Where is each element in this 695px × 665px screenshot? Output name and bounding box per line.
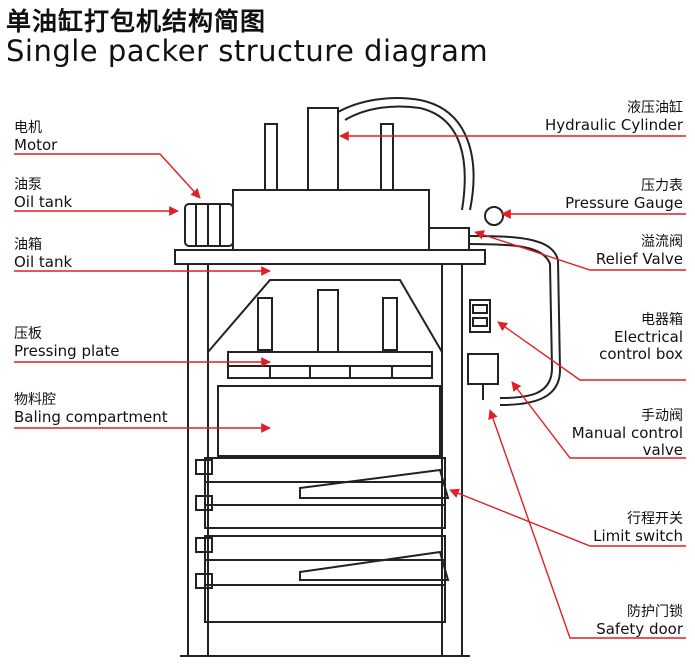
label-oil-tank-en: Oil tank: [14, 253, 73, 271]
door-hinge: [195, 459, 213, 475]
top-platform: [174, 249, 486, 265]
label-oil-tank: 油箱 Oil tank: [14, 237, 72, 271]
label-pressing-plate-cn: 压板: [14, 326, 42, 342]
label-motor: 电机 Motor: [14, 120, 57, 154]
label-baling-compartment: 物料腔 Baling compartment: [14, 392, 168, 426]
label-limit-switch-cn: 行程开关: [627, 511, 683, 527]
electrical-control-box: [469, 299, 491, 333]
pressure-gauge-dial: [484, 206, 504, 226]
electrical-box-switch: [472, 304, 488, 314]
label-oil-pump: 油泵 Oil tank: [14, 177, 72, 211]
label-relief-valve: 溢流阀 Relief Valve: [596, 234, 683, 268]
hydraulic-pipe-side: [468, 235, 562, 406]
leader-lines: [14, 131, 686, 639]
electrical-box-switch: [472, 317, 488, 327]
label-pressure-gauge-en: Pressure Gauge: [565, 194, 683, 212]
label-hydraulic-cylinder: 液压油缸 Hydraulic Cylinder: [545, 100, 683, 134]
oil-tank-box: [232, 189, 430, 251]
label-electrical-box-en: Electrical control box: [599, 328, 683, 363]
label-electrical-box-cn: 电器箱: [641, 312, 683, 328]
door-hinge: [195, 537, 213, 553]
label-oil-pump-en: Oil tank: [14, 193, 73, 211]
label-baling-compartment-cn: 物料腔: [14, 392, 56, 408]
leader-manual-valve: [511, 381, 686, 459]
label-motor-en: Motor: [14, 136, 58, 154]
valve-block: [428, 227, 470, 251]
label-relief-valve-en: Relief Valve: [595, 250, 683, 268]
leader-limit-switch: [449, 488, 686, 547]
label-motor-cn: 电机: [14, 120, 42, 136]
label-oil-pump-cn: 油泵: [14, 177, 42, 193]
label-safety-door-en: Safety door: [596, 620, 683, 638]
label-pressure-gauge: 压力表 Pressure Gauge: [565, 178, 683, 212]
hydraulic-pipe-side-inner: [468, 243, 554, 399]
manual-control-valve: [467, 353, 499, 385]
leader-safety-door: [488, 409, 686, 639]
label-manual-valve-en: Manual control valve: [571, 424, 683, 459]
door-hinge: [195, 495, 213, 511]
label-relief-valve-cn: 溢流阀: [641, 234, 683, 250]
label-limit-switch: 行程开关 Limit switch: [593, 511, 683, 545]
leader-electrical-box: [497, 321, 686, 381]
press-rod-center: [317, 289, 339, 353]
machine-outline: [174, 97, 562, 657]
label-limit-switch-en: Limit switch: [593, 527, 683, 545]
label-baling-compartment-en: Baling compartment: [14, 408, 168, 426]
label-safety-door: 防护门锁 Safety door: [596, 604, 683, 638]
hydraulic-pipe-top-inner: [344, 105, 466, 211]
press-rod: [257, 297, 273, 351]
door-lever: [299, 468, 450, 499]
label-safety-door-cn: 防护门锁: [627, 604, 683, 620]
title-english: Single packer structure diagram: [6, 34, 489, 68]
label-hydraulic-cylinder-cn: 液压油缸: [627, 100, 683, 116]
leader-relief-valve: [474, 230, 686, 271]
label-pressing-plate: 压板 Pressing plate: [14, 326, 119, 360]
right-guide-rod: [380, 123, 394, 191]
title-chinese: 单油缸打包机结构简图: [6, 7, 267, 36]
label-oil-tank-cn: 油箱: [14, 237, 42, 253]
press-hood: [207, 279, 443, 353]
door-hinge: [195, 573, 213, 589]
baling-compartment: [217, 385, 441, 457]
leader-motor: [14, 153, 201, 199]
hydraulic-cylinder-body: [307, 107, 339, 191]
hydraulic-pipe-top: [337, 97, 475, 211]
label-pressing-plate-en: Pressing plate: [14, 342, 120, 360]
label-electrical-control-box: 电器箱 Electrical control box: [573, 312, 683, 363]
press-rod: [382, 297, 398, 351]
upper-door: [204, 457, 446, 529]
door-lever: [299, 550, 450, 581]
label-manual-valve-cn: 手动阀: [641, 408, 683, 424]
label-manual-control-valve: 手动阀 Manual control valve: [553, 408, 683, 459]
label-pressure-gauge-cn: 压力表: [641, 178, 683, 194]
left-guide-rod: [264, 123, 278, 191]
label-hydraulic-cylinder-en: Hydraulic Cylinder: [544, 116, 683, 134]
